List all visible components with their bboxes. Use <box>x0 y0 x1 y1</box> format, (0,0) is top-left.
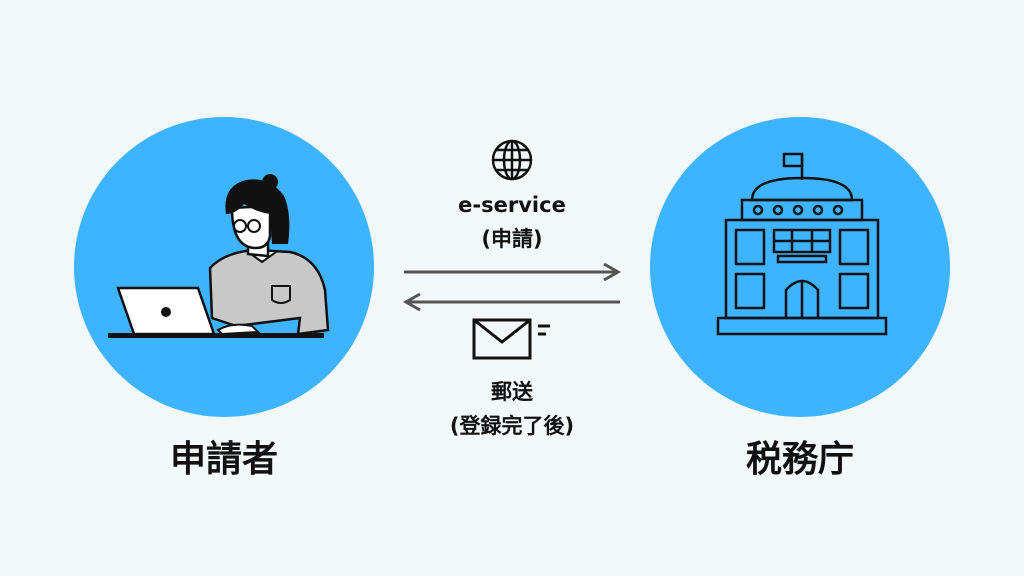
applicant-label: 申請者 <box>169 439 278 480</box>
arrow-right <box>404 262 622 282</box>
envelope-icon <box>472 318 550 360</box>
globe-icon <box>491 139 533 181</box>
online-subtitle: (申請) <box>481 227 543 251</box>
laptop-icon <box>108 286 324 338</box>
online-title: e-service <box>458 193 566 217</box>
agency-label: 税務庁 <box>745 439 854 480</box>
government-building-icon <box>716 152 888 336</box>
mail-title: 郵送 <box>491 380 533 404</box>
mail-subtitle: (登録完了後) <box>449 414 575 438</box>
person-icon <box>208 174 330 336</box>
arrow-left <box>402 292 620 312</box>
